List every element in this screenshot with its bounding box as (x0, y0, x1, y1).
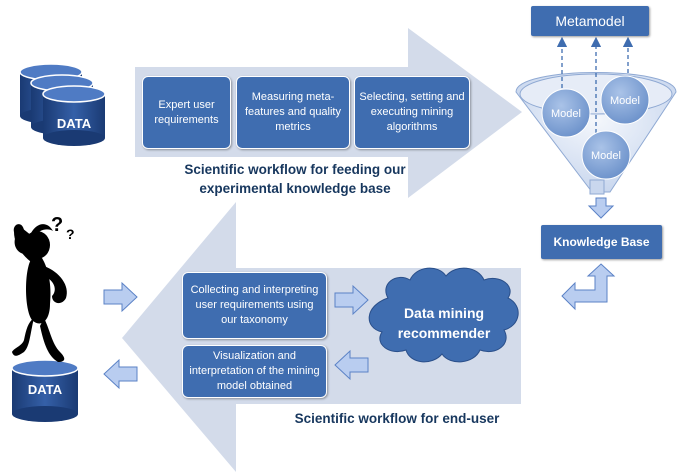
model-label-right: Model (610, 95, 640, 107)
model-circle-right (600, 75, 650, 125)
step-measuring-meta-features: Measuring meta-features and quality metr… (236, 76, 350, 149)
funnel-to-kb-arrow (587, 197, 615, 219)
knowledge-base-label: Knowledge Base (553, 235, 650, 249)
model-label-left: Model (551, 108, 581, 120)
knowledge-base-box: Knowledge Base (541, 225, 662, 259)
step-label: Visualization and interpretation of the … (189, 350, 320, 392)
model-label-bottom: Model (591, 150, 621, 162)
data-label-top: DATA (56, 116, 92, 131)
step-collecting-requirements: Collecting and interpreting user require… (182, 272, 327, 339)
bottom-workflow-caption: Scientific workflow for end-user (294, 411, 500, 426)
step-visualization: Visualization and interpretation of the … (182, 345, 327, 398)
recommender-to-visualize-arrow (334, 349, 369, 381)
step-label: Measuring meta-features and quality metr… (244, 91, 341, 133)
workflow-to-data-arrow (103, 358, 138, 390)
data-database-bottom (11, 359, 79, 422)
step-label: Expert user requirements (154, 98, 219, 126)
data-database-top (19, 63, 106, 146)
question-mark: ? (66, 226, 75, 242)
top-workflow-caption: Scientific workflow for feeding our expe… (184, 162, 406, 196)
step-label: Collecting and interpreting user require… (190, 284, 319, 326)
step-selecting-algorithms: Selecting, setting and executing mining … (354, 76, 470, 149)
model-circle-left (541, 88, 591, 138)
recommender-label: Data mining recommender (397, 305, 491, 341)
collect-to-recommender-arrow (334, 284, 369, 316)
metamodel-label: Metamodel (555, 13, 625, 29)
metamodel-box: Metamodel (531, 6, 649, 36)
confused-user-figure (12, 224, 67, 362)
data-label-bottom: DATA (27, 382, 63, 397)
step-expert-user-requirements: Expert user requirements (142, 76, 231, 149)
recommender-cloud (368, 267, 519, 363)
person-to-workflow-arrow (103, 281, 138, 313)
question-mark: ? (51, 214, 64, 236)
model-circle-bottom (581, 130, 631, 180)
kb-to-recommender-arrow (561, 263, 616, 311)
step-label: Selecting, setting and executing mining … (359, 91, 465, 133)
